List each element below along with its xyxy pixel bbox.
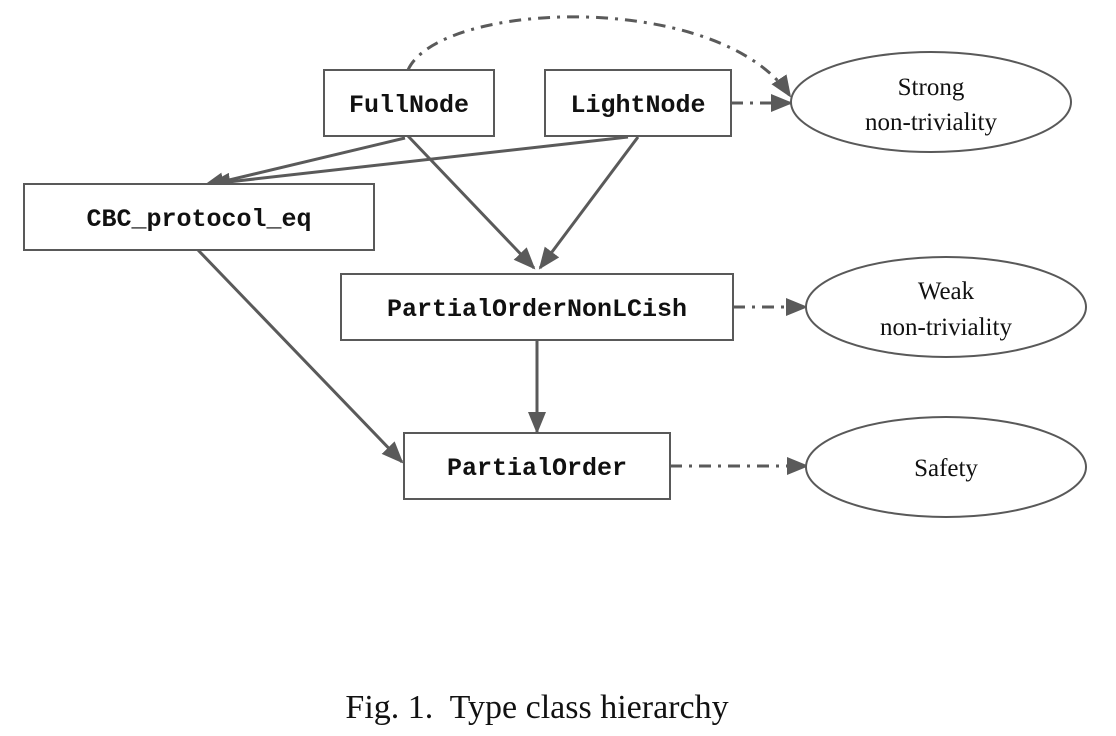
safety-label: Safety <box>914 455 978 482</box>
node-safety: Safety <box>805 416 1087 518</box>
node-lightnode: LightNode <box>544 69 732 137</box>
strong-label-line1: Strong <box>898 74 965 101</box>
node-cbc-protocol-eq-label: CBC_protocol_eq <box>86 205 311 234</box>
strong-label-line2: non-triviality <box>865 109 997 136</box>
weak-label-line2: non-triviality <box>880 314 1012 341</box>
edge-lightnode-to-ponlc <box>538 136 640 270</box>
node-partialordernonlcish-label: PartialOrderNonLCish <box>387 295 687 324</box>
node-cbc-protocol-eq: CBC_protocol_eq <box>23 183 375 251</box>
edge-cbc-to-po <box>196 248 404 464</box>
edge-fullnode-to-strong <box>406 15 792 98</box>
node-fullnode-label: FullNode <box>349 91 469 120</box>
figure-caption: Fig. 1. Type class hierarchy <box>345 689 728 726</box>
node-fullnode: FullNode <box>323 69 495 137</box>
edge-fullnode-to-ponlc <box>406 134 536 270</box>
node-partialorder: PartialOrder <box>403 432 671 500</box>
node-partialordernonlcish: PartialOrderNonLCish <box>340 273 734 341</box>
node-lightnode-label: LightNode <box>570 91 705 120</box>
weak-label-line1: Weak <box>918 278 975 305</box>
node-strong-non-triviality: Strong non-triviality <box>790 51 1072 153</box>
edge-lightnode-to-cbc <box>208 135 629 191</box>
edge-fullnode-to-cbc <box>202 136 406 191</box>
node-weak-non-triviality: Weak non-triviality <box>805 256 1087 358</box>
node-partialorder-label: PartialOrder <box>447 454 627 483</box>
